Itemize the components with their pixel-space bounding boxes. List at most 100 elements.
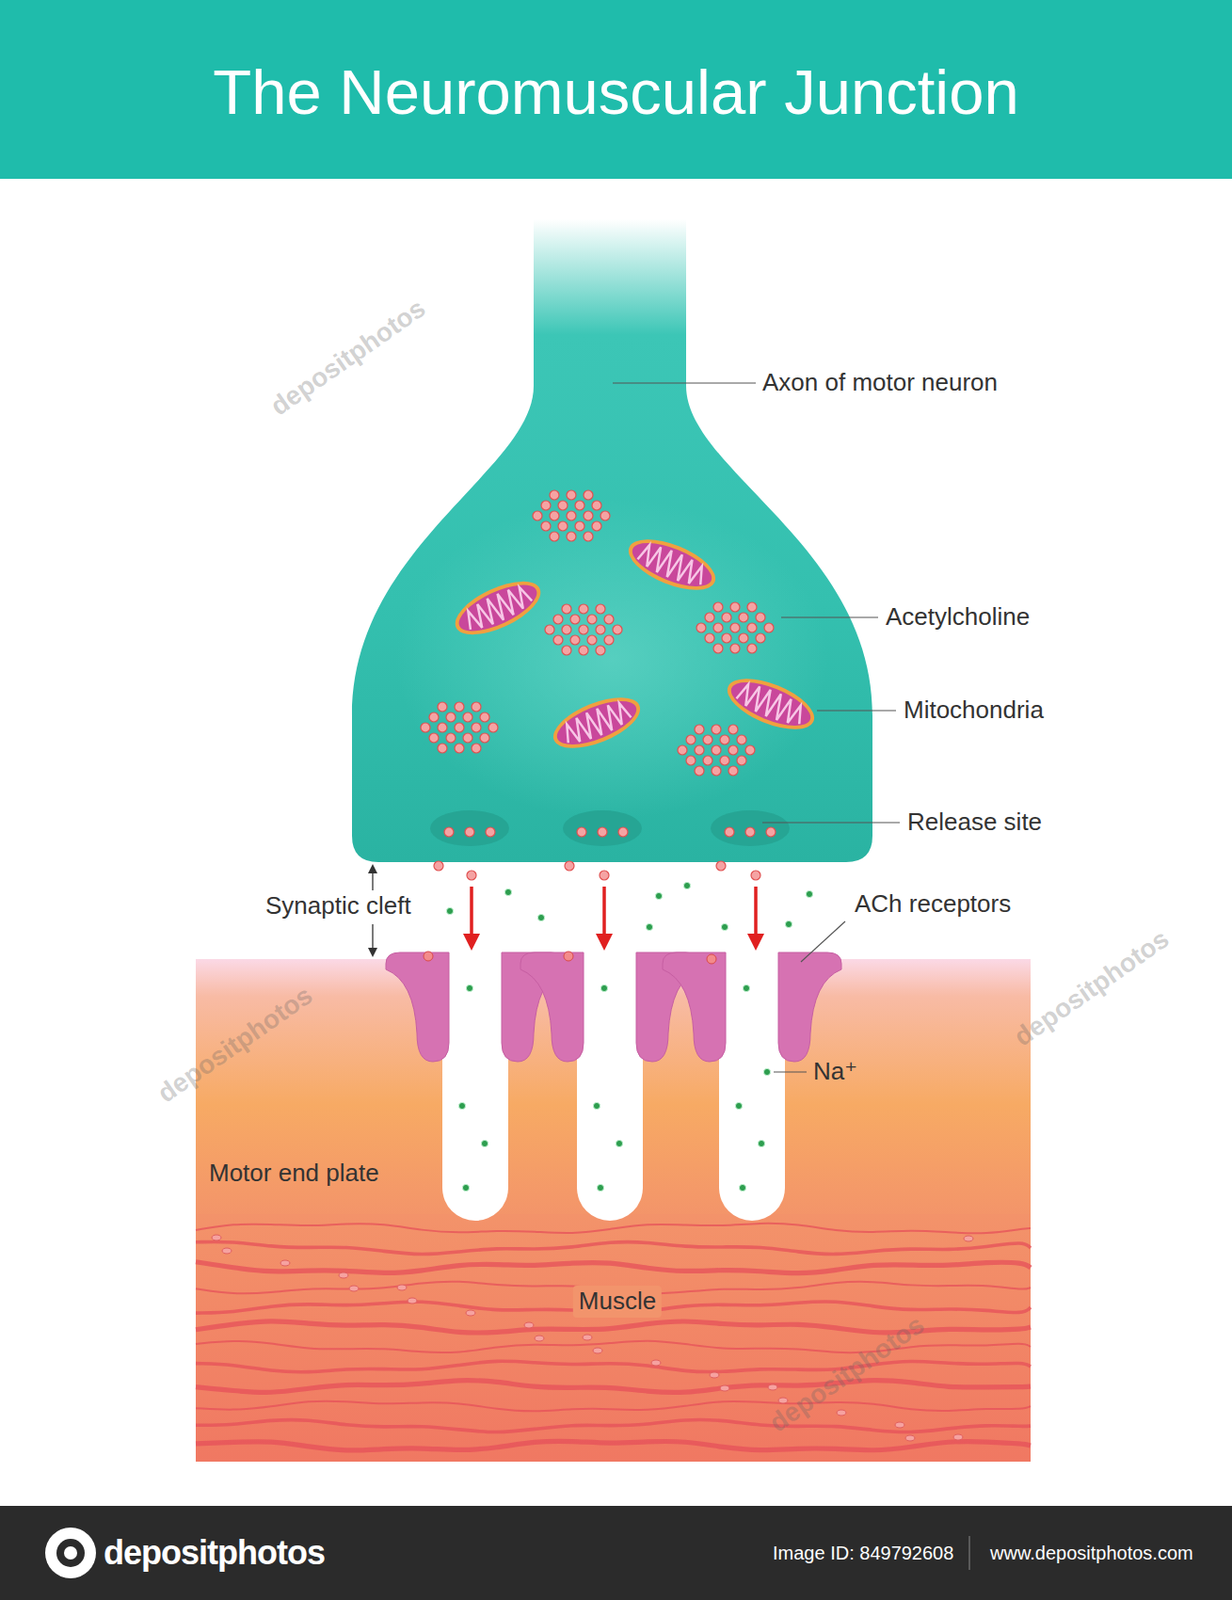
cleft-arrow <box>371 871 373 891</box>
muscle-striations <box>195 1223 1031 1451</box>
part-label: Axon of motor neuron <box>762 368 998 398</box>
watermark: depositphotos <box>1008 924 1175 1054</box>
part-label: Mitochondria <box>903 696 1044 725</box>
mito-membrane <box>622 528 723 601</box>
acetylcholine-vesicle <box>595 645 606 656</box>
acetylcholine-vesicle <box>558 500 568 511</box>
acetylcholine-vesicle <box>541 521 551 531</box>
sodium-ion <box>458 1102 465 1109</box>
watermark: depositphotos <box>265 293 432 423</box>
acetylcholine-vesicle <box>604 635 614 645</box>
leader-line <box>800 921 846 962</box>
acetylcholine-vesicle <box>578 645 589 656</box>
acetylcholine-vesicle <box>738 612 749 623</box>
logo-icon <box>64 1546 78 1560</box>
acetylcholine-vesicle <box>755 612 766 623</box>
acetylcholine-vesicle <box>566 490 576 500</box>
release-site <box>430 810 510 847</box>
sodium-ions <box>446 881 813 1191</box>
acetylcholine-vesicle <box>544 624 555 635</box>
vesicle-group <box>420 490 776 880</box>
acetylcholine-vesicle <box>730 602 740 612</box>
release-arrows <box>463 886 765 951</box>
leader-line <box>762 821 900 823</box>
leader-line <box>816 709 896 711</box>
acetylcholine-vesicle <box>592 521 602 531</box>
acetylcholine-vesicle <box>429 733 439 743</box>
acetylcholine-vesicle <box>488 722 498 733</box>
acetylcholine-vesicle <box>694 745 704 755</box>
sodium-ion <box>757 1139 765 1147</box>
muscle-nucleus <box>963 1235 974 1242</box>
acetylcholine-vesicle <box>696 623 706 633</box>
acetylcholine-vesicle <box>587 614 597 624</box>
acetylcholine-vesicle <box>454 702 464 712</box>
muscle-nucleus <box>211 1234 222 1241</box>
acetylcholine-vesicle <box>566 531 576 542</box>
acetylcholine-vesicle <box>677 745 688 755</box>
ach-receptor <box>662 952 726 1062</box>
sodium-ion <box>805 890 813 897</box>
acetylcholine-vesicle <box>561 624 572 635</box>
acetylcholine-vesicle <box>755 633 766 643</box>
muscle-nucleus <box>338 1272 349 1279</box>
acetylcholine-vesicle <box>532 511 543 521</box>
acetylcholine-vesicle <box>446 733 456 743</box>
region-label: Motor end plate <box>208 1159 380 1188</box>
mito-cristae <box>560 698 633 749</box>
mitochondria-group <box>448 528 822 759</box>
sodium-ion <box>683 881 690 889</box>
sodium-ion <box>446 907 453 914</box>
acetylcholine-vesicle <box>592 500 602 511</box>
muscle-nucleus <box>836 1409 847 1416</box>
sodium-ion <box>645 923 653 930</box>
sodium-ion <box>504 888 512 896</box>
acetylcholine-vesicle <box>583 511 593 521</box>
acetylcholine-vesicle <box>736 755 747 766</box>
release-arrowhead <box>595 933 613 951</box>
acetylcholine-vesicle <box>599 870 609 880</box>
sodium-ion <box>742 984 750 992</box>
cleft-arrow <box>371 924 373 949</box>
striation-line <box>195 1420 1031 1433</box>
acetylcholine-vesicle <box>433 861 444 871</box>
acetylcholine-vesicle <box>713 623 723 633</box>
part-label: Synaptic cleft <box>265 892 412 921</box>
acetylcholine-vesicle <box>549 511 560 521</box>
acetylcholine-vesicle <box>549 531 560 542</box>
cleft-arrowhead <box>368 947 378 958</box>
sodium-ion <box>480 1139 488 1147</box>
acetylcholine-vesicle <box>747 643 757 654</box>
acetylcholine-vesicle <box>583 531 593 542</box>
acetylcholine-vesicle <box>570 614 580 624</box>
leader-line <box>781 616 879 618</box>
mitochondrion <box>622 528 723 601</box>
acetylcholine-vesicle <box>420 722 431 733</box>
sodium-ion <box>462 1184 469 1191</box>
acetylcholine-vesicle <box>686 755 696 766</box>
acetylcholine-vesicle <box>703 755 713 766</box>
acetylcholine-vesicle <box>766 827 776 837</box>
muscle-nucleus <box>465 1310 476 1316</box>
acetylcholine-vesicle <box>745 827 755 837</box>
acetylcholine-vesicle <box>587 635 597 645</box>
brand-name: depositphotos <box>103 1533 325 1572</box>
acetylcholine-vesicle <box>728 745 738 755</box>
image-id: Image ID: 849792608 <box>772 1542 954 1565</box>
mito-membrane <box>448 570 549 645</box>
acetylcholine-vesicle <box>720 755 730 766</box>
acetylcholine-vesicle <box>541 500 551 511</box>
mitochondrion <box>546 687 648 759</box>
sodium-ion <box>600 984 608 992</box>
sodium-ion <box>596 1184 604 1191</box>
acetylcholine-vesicle <box>721 633 732 643</box>
acetylcholine-vesicle <box>471 702 481 712</box>
acetylcholine-vesicle <box>561 604 572 614</box>
acetylcholine-vesicle <box>549 490 560 500</box>
acetylcholine-vesicle <box>575 500 585 511</box>
acetylcholine-vesicle <box>686 735 696 745</box>
acetylcholine-vesicle <box>730 623 740 633</box>
acetylcholine-vesicle <box>604 614 614 624</box>
acetylcholine-vesicle <box>595 624 606 635</box>
